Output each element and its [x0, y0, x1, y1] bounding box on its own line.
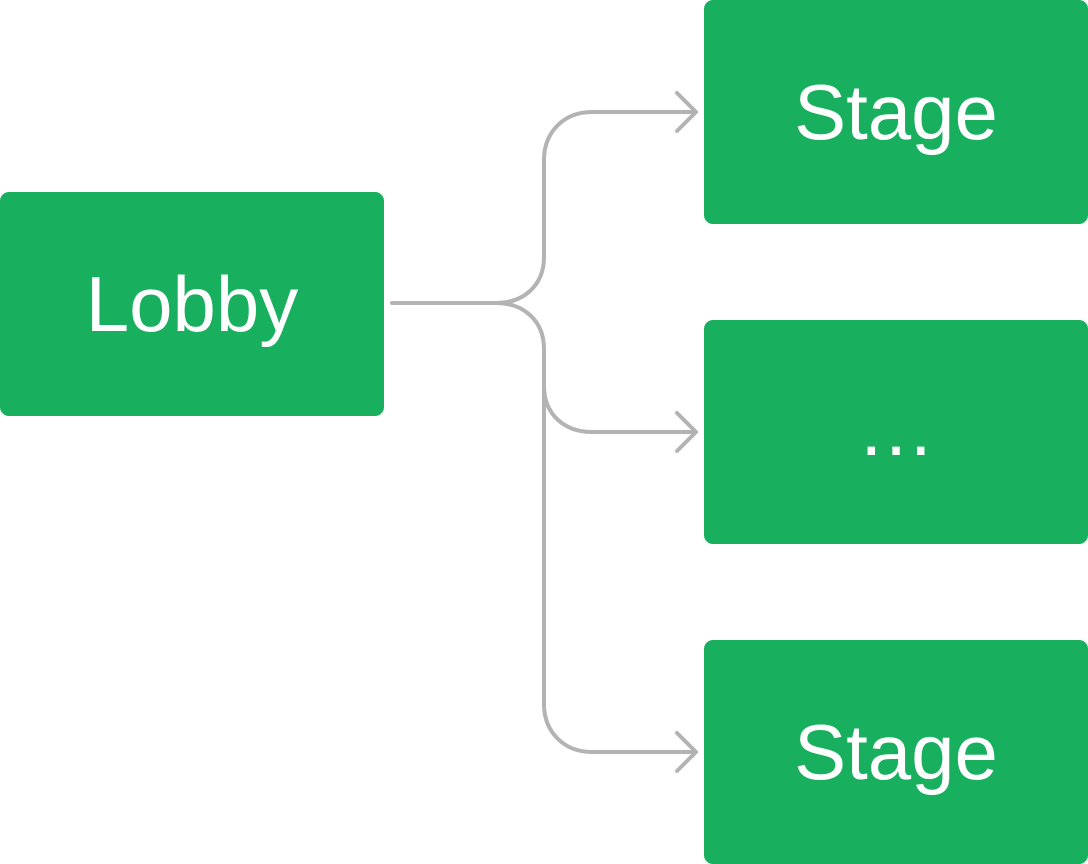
arrowhead-bottom [675, 731, 698, 773]
stage-bottom-label: Stage [794, 708, 998, 796]
stage-top-label: Stage [794, 68, 998, 156]
stage-node-top: Stage [704, 0, 1088, 224]
stage-node-bottom: Stage [704, 640, 1088, 864]
stage-node-ellipsis: … [704, 320, 1088, 544]
connector-to-stage-top [494, 110, 696, 305]
arrowhead-top [675, 91, 698, 133]
connector-to-stage-bottom [542, 347, 696, 754]
arrowhead-mid [675, 411, 698, 453]
lobby-label: Lobby [85, 260, 299, 348]
lobby-node: Lobby [0, 192, 384, 416]
stage-mid-label: … [857, 384, 935, 472]
connector-to-stage-mid [494, 301, 696, 434]
